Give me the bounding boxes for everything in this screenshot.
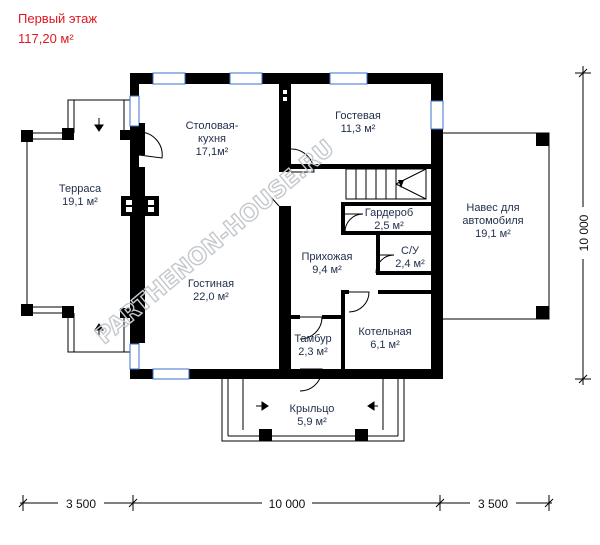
guest-room-name: Гостевая <box>335 110 381 122</box>
boiler-room-name: Котельная <box>358 326 411 338</box>
wardrobe-name: Гардероб <box>365 207 413 219</box>
carport-name-1: Навес для <box>466 202 519 214</box>
terrace-area: 19,1 м² <box>62 196 98 208</box>
wardrobe-area: 2,5 м² <box>374 220 404 232</box>
staircase <box>345 168 427 200</box>
chimney-block <box>121 196 159 216</box>
porch-name: Крыльцо <box>290 403 335 415</box>
dimension-center: 10 000 <box>269 497 306 511</box>
guest-room-area: 11,3 м² <box>341 123 376 135</box>
living-room-area: 22,0 м² <box>193 291 229 303</box>
dining-kitchen-area: 17,1м² <box>196 146 229 158</box>
dimension-vertical: 10 000 <box>577 214 591 251</box>
carport-name-2: автомобиля <box>462 215 523 227</box>
vestibule-area: 2,3 м² <box>298 346 328 358</box>
hall-name: Прихожая <box>302 251 353 263</box>
interior-walls <box>139 84 431 369</box>
dining-kitchen-name-1: Столовая- <box>186 120 239 132</box>
terrace-outline <box>26 99 130 353</box>
boiler-room-area: 6,1 м² <box>370 339 400 351</box>
carport-outline <box>441 132 550 320</box>
terrace-step-arrows <box>94 118 104 336</box>
windows <box>129 72 444 380</box>
vestibule-name: Тамбур <box>294 333 331 345</box>
hall-area: 9,4 м² <box>312 264 342 276</box>
floor-title: Первый этаж <box>18 11 98 26</box>
total-area: 117,20 м² <box>18 31 74 46</box>
terrace-posts <box>21 128 130 318</box>
door-swings <box>138 131 395 392</box>
room-labels: Столовая- кухня 17,1м² Гостевая 11,3 м² … <box>59 110 524 428</box>
vent-openings <box>126 90 415 299</box>
wc-area: 2,4 м² <box>395 258 425 270</box>
carport-area: 19,1 м² <box>475 228 511 240</box>
carport-posts <box>536 133 549 319</box>
porch-step-arrows <box>256 401 378 411</box>
terrace-name: Терраса <box>59 183 102 195</box>
wc-name: С/У <box>401 245 420 257</box>
porch-area: 5,9 м² <box>297 416 327 428</box>
porch-outline <box>221 379 405 442</box>
dimension-left: 3 500 <box>66 497 96 511</box>
vertical-dimension-label: 10 000 <box>574 207 592 259</box>
dining-kitchen-name-2: кухня <box>198 133 226 145</box>
horizontal-dimension-labels: 3 500 10 000 3 500 <box>58 494 516 512</box>
outer-walls <box>130 73 443 379</box>
dimension-right: 3 500 <box>478 497 508 511</box>
stair-arrow <box>398 180 404 188</box>
living-room-name: Гостиная <box>188 278 234 290</box>
porch-posts <box>259 429 368 441</box>
